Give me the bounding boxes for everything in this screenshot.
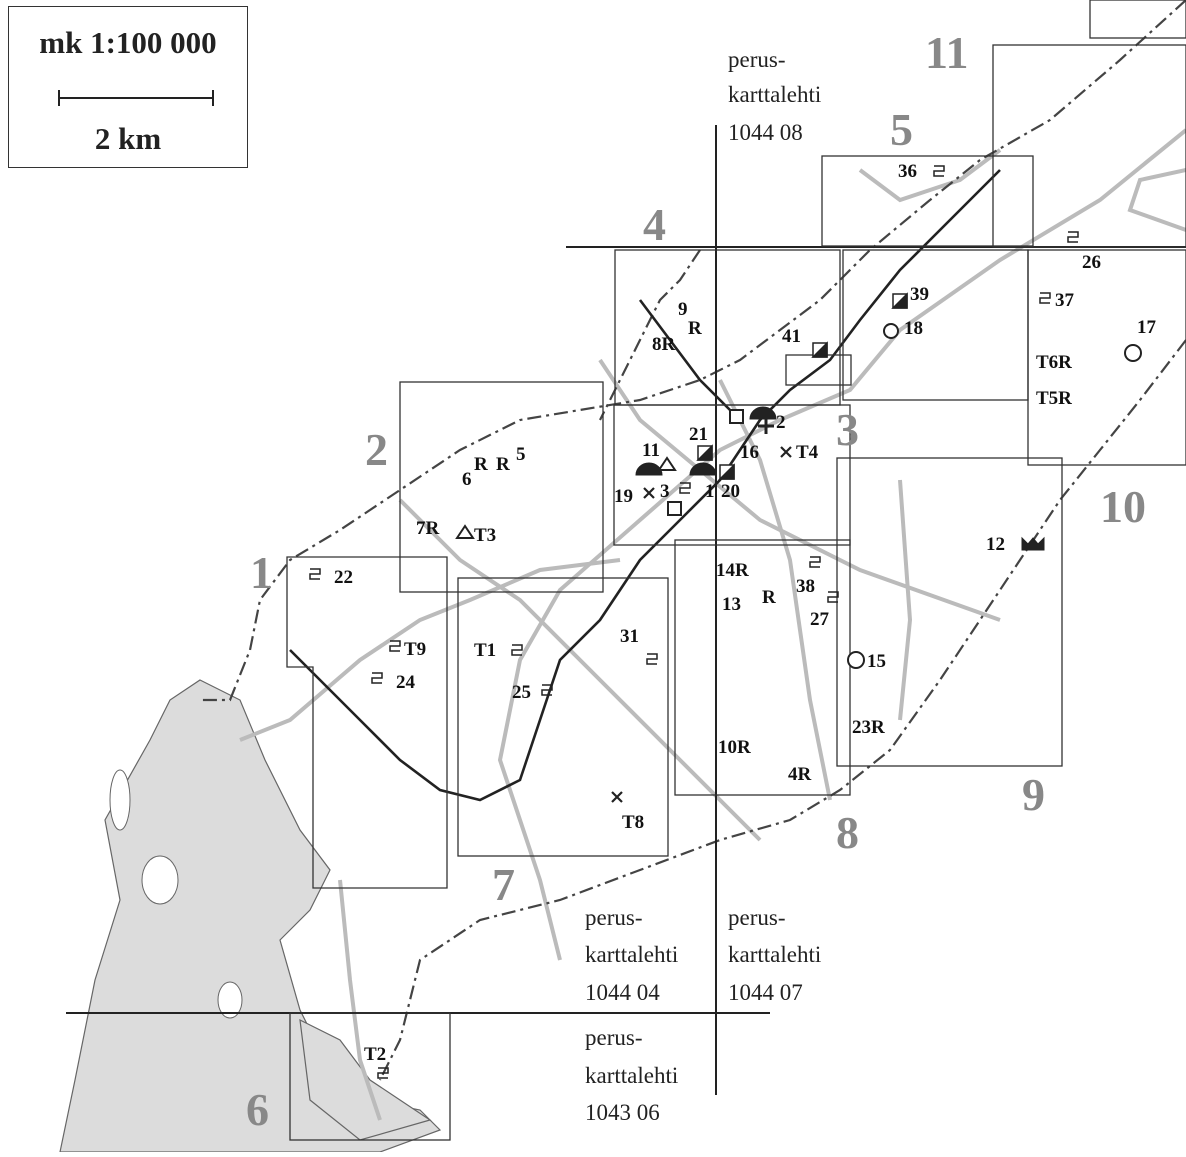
site-label: 13: [722, 594, 741, 615]
area-number-1: 1: [250, 547, 273, 598]
site-label: 20: [721, 481, 740, 502]
sheet-labels: perus- karttalehti 1044 08 perus- kartta…: [585, 47, 821, 1125]
site-label: R: [762, 587, 776, 608]
area-boxes: [286, 0, 1186, 1141]
cross-icon: [758, 418, 774, 434]
site-label: 11: [642, 440, 660, 461]
site-label: 24: [396, 672, 416, 693]
island: [217, 981, 243, 1019]
square-icon: [667, 409, 744, 516]
scale-bar: [58, 90, 214, 106]
site-label: 12: [986, 534, 1005, 555]
building-icon: [309, 165, 1079, 1079]
area-number-9: 9: [1022, 769, 1045, 820]
fortress-icon: [1021, 536, 1045, 551]
area-number-5: 5: [890, 104, 913, 155]
mound-icon: [635, 406, 777, 476]
site-label: T6R: [1036, 352, 1072, 373]
site-label: T5R: [1036, 388, 1072, 409]
x-mark-icon: [611, 791, 623, 803]
site-label: 7R: [416, 518, 440, 539]
sheet-label-line: karttalehti: [728, 942, 821, 967]
site-label: 1: [705, 481, 715, 502]
sheet-label-line: perus-: [585, 1025, 642, 1050]
sheet-label-line: 1044 04: [585, 980, 660, 1005]
site-label: 16: [740, 442, 759, 463]
site-label: 23R: [852, 717, 885, 738]
dark-roads: [289, 169, 1001, 802]
site-label: 27: [810, 609, 830, 630]
roads: [239, 128, 1186, 1121]
sheet-label-line: karttalehti: [585, 1063, 678, 1088]
site-label: 25: [512, 682, 531, 703]
x-mark-icon: [643, 487, 655, 499]
area-number-3: 3: [836, 404, 859, 455]
lake-area: [59, 679, 442, 1153]
site-label: 2: [776, 412, 786, 433]
site-label: 22: [334, 567, 353, 588]
area-number-7: 7: [492, 859, 515, 910]
site-label: 37: [1055, 290, 1075, 311]
sheet-label-line: perus-: [585, 905, 642, 930]
site-label: 6: [462, 469, 472, 490]
site-label: 10R: [718, 737, 751, 758]
site-label: 15: [867, 651, 886, 672]
sheet-label-line: 1044 07: [728, 980, 803, 1005]
triangle-icon: [455, 524, 475, 539]
site-label: 17: [1137, 317, 1157, 338]
island: [109, 769, 131, 831]
site-label: 5: [516, 444, 526, 465]
sheet-label-line: perus-: [728, 905, 785, 930]
site-label: 8R: [652, 334, 676, 355]
scale-distance: 2 km: [94, 121, 162, 156]
site-label: 31: [620, 626, 639, 647]
site-label: T8: [622, 812, 644, 833]
area-number-10: 10: [1100, 481, 1146, 532]
site-labels: 1 2 3 4R 5 6 7R 8R 9 R 10R 11 12 13 R 14…: [334, 161, 1157, 1065]
site-label: R: [474, 454, 488, 475]
scale-ratio: mk 1:100 000: [39, 25, 217, 60]
site-label: 4R: [788, 764, 812, 785]
boundaries: [200, 0, 1186, 1081]
area-numbers: 1 2 3 4 5 6 7 8 9 10 11: [246, 27, 1146, 1135]
sheet-label-line: karttalehti: [728, 82, 821, 107]
site-label: 3: [660, 481, 670, 502]
sheet-label-line: karttalehti: [585, 942, 678, 967]
site-label: T9: [404, 639, 426, 660]
site-label: 26: [1082, 252, 1101, 273]
site-label: 19: [614, 486, 633, 507]
x-mark-icon: [780, 446, 792, 458]
site-label: 21: [689, 424, 708, 445]
site-label: 14R: [716, 560, 749, 581]
site-label: 36: [898, 161, 917, 182]
area-number-4: 4: [643, 199, 666, 250]
site-label: T3: [474, 525, 496, 546]
area-number-8: 8: [836, 807, 859, 858]
area-number-6: 6: [246, 1084, 269, 1135]
site-label: 9: [678, 299, 688, 320]
site-label: 39: [910, 284, 929, 305]
site-label: 41: [782, 326, 801, 347]
site-label: T4: [796, 442, 819, 463]
sheet-label-line: 1044 08: [728, 120, 803, 145]
half-square-icon: [696, 292, 908, 480]
site-label: T1: [474, 640, 496, 661]
site-label: T2: [364, 1044, 386, 1065]
triangle-icon: [657, 456, 677, 471]
island: [141, 855, 179, 905]
area-number-11: 11: [925, 27, 968, 78]
scale-legend: mk 1:100 000 2 km: [8, 6, 248, 168]
site-label: R: [496, 454, 510, 475]
site-label: 38: [796, 576, 815, 597]
area-number-2: 2: [365, 424, 388, 475]
sheet-label-line: perus-: [728, 47, 785, 72]
sheet-label-line: 1043 06: [585, 1100, 660, 1125]
site-label: 18: [904, 318, 923, 339]
site-label: R: [688, 318, 702, 339]
circle-icon: [847, 323, 1142, 669]
map-symbols: [309, 165, 1142, 1079]
